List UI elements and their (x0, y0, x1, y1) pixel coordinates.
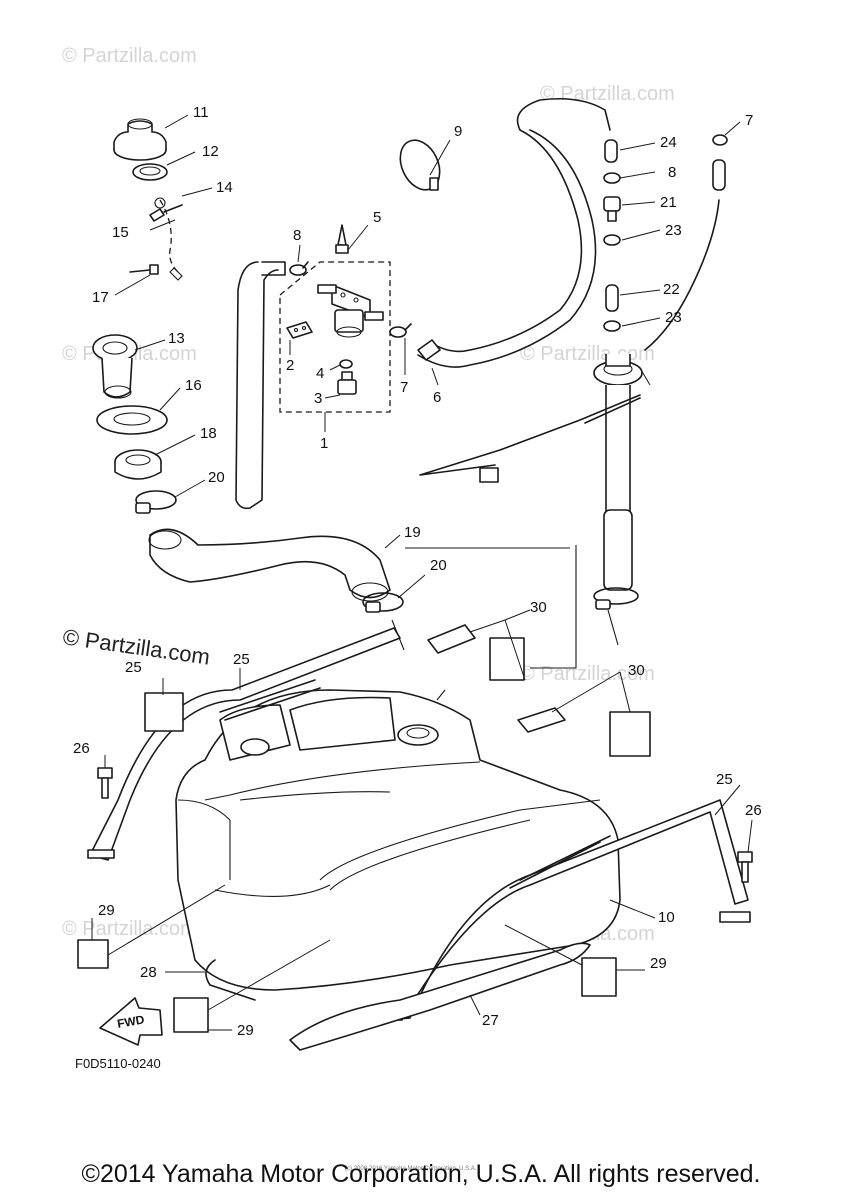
hose-clamp-20-upper (135, 490, 177, 514)
pad-25-small (144, 692, 184, 732)
callout-30-lower: 30 (628, 662, 645, 679)
pad-29-a (77, 939, 109, 969)
clip-7-valve (389, 323, 412, 338)
callout-17: 17 (92, 289, 109, 306)
filler-cap (113, 118, 167, 161)
callout-4: 4 (316, 365, 324, 382)
callout-3: 3 (314, 390, 322, 407)
callout-22: 22 (663, 281, 680, 298)
callout-15: 15 (112, 224, 129, 241)
callout-20-lower: 20 (430, 557, 447, 574)
fuel-sender-unit (419, 354, 643, 591)
hose-24 (604, 139, 618, 163)
callout-6: 6 (433, 389, 441, 406)
callout-23-upper: 23 (665, 222, 682, 239)
callout-18: 18 (200, 425, 217, 442)
callout-26-left: 26 (73, 740, 90, 757)
cap-gasket (132, 163, 168, 181)
callout-9: 9 (454, 123, 462, 140)
callout-29-upper: 29 (98, 902, 115, 919)
callout-7-left: 7 (400, 379, 408, 396)
clip-7-right (712, 134, 728, 146)
fuel-tank (175, 689, 621, 991)
neck-gasket (96, 405, 168, 435)
pad-29-b (173, 997, 209, 1033)
forward-direction-arrow: FWD (99, 997, 163, 1046)
strap-bolt-left (97, 767, 113, 799)
callout-27: 27 (482, 1012, 499, 1029)
clip-23-upper (603, 234, 621, 246)
callout-25-left: 25 (233, 651, 250, 668)
tiny-notice: (c) 2008-2016 Yamaha Motor Corporation, … (345, 1166, 477, 1172)
pad-30-a (427, 624, 476, 654)
callout-19: 19 (404, 524, 421, 541)
callout-26-right: 26 (745, 802, 762, 819)
check-valve (317, 284, 384, 338)
watermark-text: © Partzilla.com (62, 45, 197, 67)
callout-numbers: 11 12 14 15 17 13 16 18 20 19 20 5 8 2 4… (73, 104, 762, 1039)
o-ring (339, 359, 353, 369)
drain-plug (337, 371, 357, 395)
callout-29-right: 29 (650, 955, 667, 972)
callout-21: 21 (660, 194, 677, 211)
clip-8-valve (289, 261, 309, 276)
callout-5: 5 (373, 209, 381, 226)
callout-28: 28 (140, 964, 157, 981)
callout-1: 1 (320, 435, 328, 452)
fitting-21 (603, 196, 621, 222)
tank-mat (289, 942, 591, 1051)
callout-7-right: 7 (745, 112, 753, 129)
strap-bolt-right (737, 851, 753, 883)
clip-8-right (603, 172, 621, 184)
breather-hose (417, 97, 611, 368)
callout-24: 24 (660, 134, 677, 151)
callout-12: 12 (202, 143, 219, 160)
sender-clamp (593, 587, 639, 610)
callout-8-right: 8 (668, 164, 676, 181)
valve-bracket (286, 321, 313, 339)
callout-30-upper: 30 (530, 599, 547, 616)
hose-clamp-20-lower (362, 592, 404, 613)
pad-29-c (581, 957, 617, 997)
watermark-text: © Partzilla.com (540, 83, 675, 105)
screw-17 (129, 264, 159, 275)
callout-25-small: 25 (125, 659, 142, 676)
screw-5 (335, 224, 349, 254)
lock-nut (114, 449, 162, 480)
pad-30-d (609, 711, 651, 757)
callout-8-left: 8 (293, 227, 301, 244)
pad-30-c (517, 707, 566, 733)
vent-hose-loop (235, 261, 286, 510)
valve-assembly-box (279, 261, 391, 413)
callout-10: 10 (658, 909, 675, 926)
fwd-label: FWD (116, 1012, 146, 1031)
clip-23-lower (603, 320, 621, 332)
tank-pad-28 (205, 959, 256, 1001)
callout-2: 2 (286, 357, 294, 374)
callout-25-right: 25 (716, 771, 733, 788)
watermark-text: © Partzilla.com (62, 918, 197, 940)
filler-neck (92, 334, 138, 399)
screw-15 (149, 204, 183, 222)
diagram-code: F0D5110-0240 (75, 1056, 161, 1071)
band-strap (399, 139, 441, 191)
callout-16: 16 (185, 377, 202, 394)
callout-11: 11 (193, 104, 209, 121)
tank-strap-right (389, 799, 751, 1021)
tank-strap-left (87, 627, 401, 861)
leader-lines (91, 114, 753, 1031)
callout-14: 14 (216, 179, 233, 196)
watermark-text: © Partzilla.com (520, 343, 655, 365)
callout-13: 13 (168, 330, 185, 347)
vent-hose-right (644, 159, 726, 351)
cap-chain (154, 197, 183, 281)
callout-23-lower: 23 (665, 309, 682, 326)
callout-20-upper: 20 (208, 469, 225, 486)
pad-30-b (489, 637, 525, 681)
callout-29-lower: 29 (237, 1022, 254, 1039)
copyright-notice: ©2014 Yamaha Motor Corporation, U.S.A. A… (81, 1160, 761, 1188)
filler-hose (148, 528, 391, 602)
hose-22 (605, 284, 619, 312)
